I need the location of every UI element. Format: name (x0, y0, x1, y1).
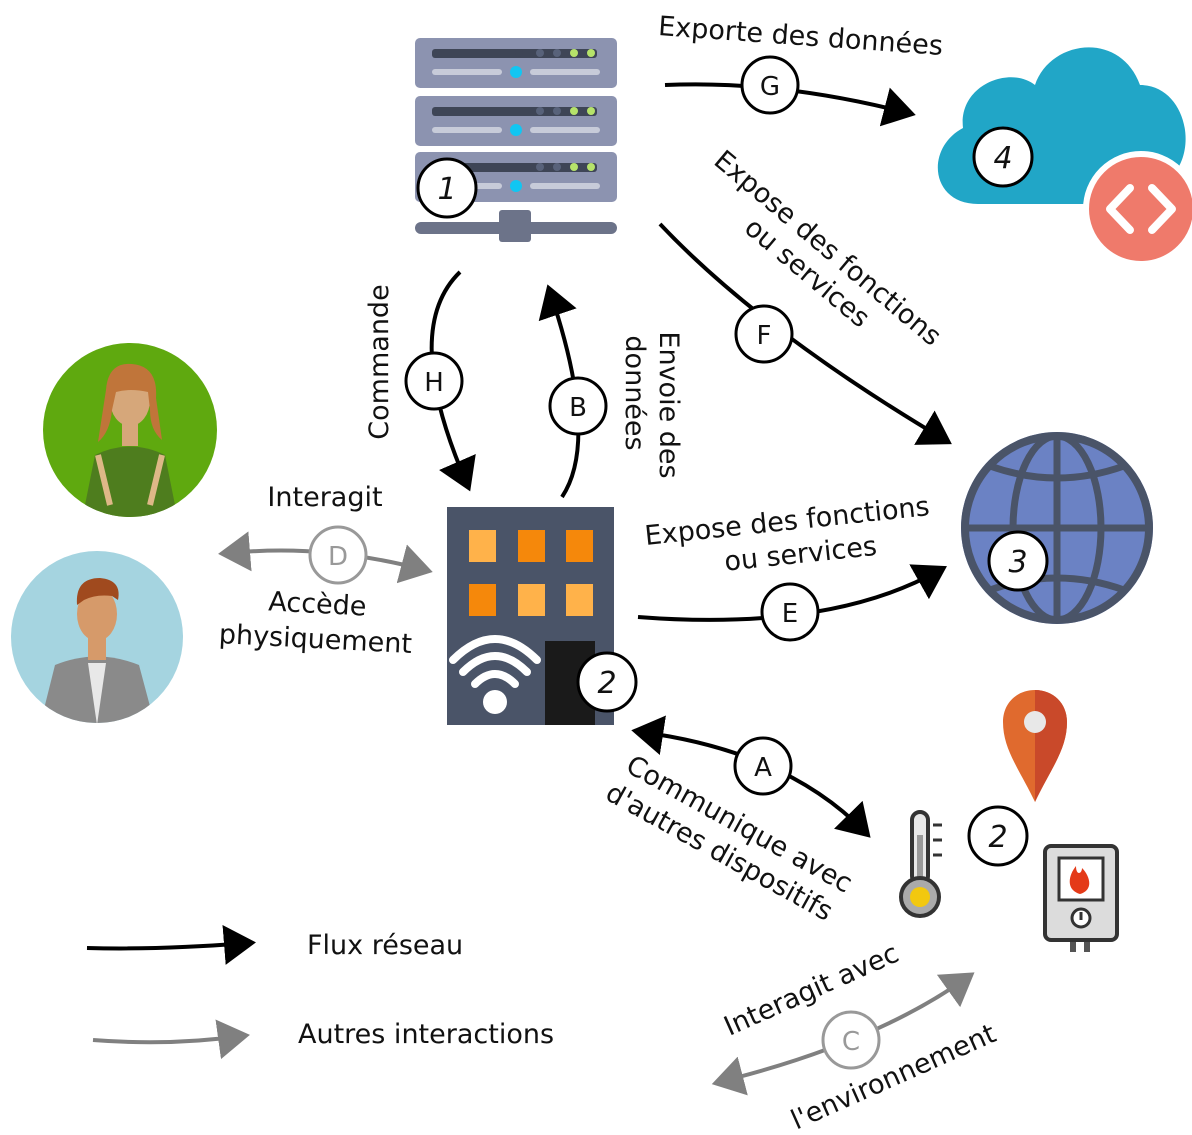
flow-b-badge: B (548, 376, 608, 436)
flow-e-badge: E (760, 582, 820, 642)
server-rack-icon (415, 38, 617, 242)
flow-a-badge: A (733, 736, 793, 796)
gateway-number-badge: 2 (576, 651, 638, 713)
globe-number-badge: 3 (987, 530, 1049, 592)
svg-text:4: 4 (993, 141, 1012, 176)
flow-g-badge: G (740, 55, 800, 115)
flow-c-label-bottom: l'environnement (786, 1018, 1000, 1135)
wifi-icon (449, 635, 541, 714)
flow-b-label-line2: données (619, 335, 650, 450)
svg-text:H: H (424, 368, 444, 398)
flow-c-badge: C (821, 1010, 881, 1070)
flow-h-label: Commande (364, 284, 395, 439)
svg-text:F: F (757, 321, 772, 351)
svg-text:A: A (754, 753, 772, 783)
svg-text:3: 3 (1008, 545, 1027, 580)
heater-icon (1043, 844, 1119, 952)
flow-d-label-top: Interagit (267, 482, 382, 513)
svg-text:C: C (842, 1027, 860, 1057)
svg-text:2: 2 (988, 820, 1007, 855)
flow-h-badge: H (404, 351, 464, 411)
man-avatar-icon (11, 551, 183, 723)
thermometer-icon (899, 810, 942, 918)
flow-d-label-bottom-line1: Accède (268, 586, 368, 622)
legend-network-arrow (86, 924, 256, 965)
woman-avatar-icon (43, 343, 217, 517)
flow-f-badge: F (734, 304, 794, 364)
location-pin-icon (1003, 690, 1067, 802)
flow-d-label-bottom-line2: physiquement (218, 619, 413, 660)
legend: Flux réseau Autres interactions (86, 924, 554, 1060)
svg-text:G: G (760, 72, 780, 102)
devices-number-badge: 2 (967, 805, 1029, 867)
cloud-number-badge: 4 (972, 126, 1034, 188)
flow-b-label-line1: Envoie des (653, 331, 684, 478)
legend-other-arrow (92, 1019, 250, 1060)
svg-text:2: 2 (597, 666, 616, 701)
svg-text:1: 1 (437, 172, 456, 207)
svg-text:B: B (569, 393, 587, 423)
legend-other-label: Autres interactions (298, 1019, 554, 1050)
flow-d-badge: D (308, 525, 368, 585)
legend-network-label: Flux réseau (307, 930, 463, 961)
flow-g-label: Exporte des données (657, 11, 944, 62)
svg-text:E: E (782, 599, 798, 629)
svg-text:D: D (328, 542, 348, 572)
server-number-badge: 1 (416, 157, 478, 219)
globe-icon (961, 432, 1153, 624)
